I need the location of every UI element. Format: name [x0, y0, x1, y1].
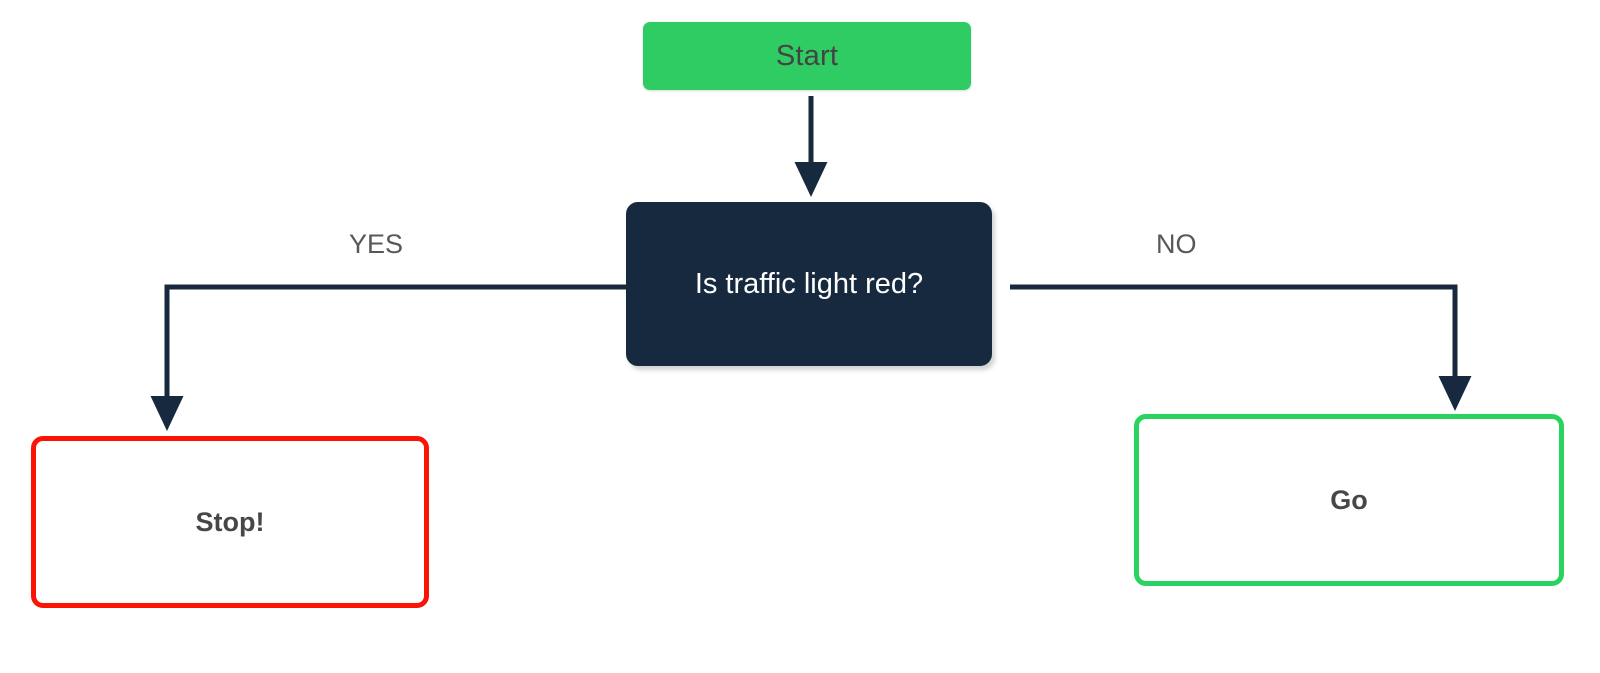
node-decision-label: Is traffic light red?	[694, 267, 924, 300]
edge-label-yes: YES	[349, 229, 404, 259]
node-go[interactable]: Go	[1134, 414, 1564, 586]
node-start[interactable]: Start	[643, 22, 971, 90]
connector-decision-to-stop	[150, 284, 626, 431]
node-decision[interactable]: Is traffic light red?	[626, 202, 992, 366]
connector-decision-to-go	[1010, 284, 1472, 411]
node-stop[interactable]: Stop!	[31, 436, 429, 608]
node-go-label: Go	[1330, 484, 1368, 515]
edge-label-no: NO	[1156, 229, 1197, 259]
node-start-label: Start	[775, 39, 839, 72]
node-stop-label: Stop!	[195, 506, 265, 537]
